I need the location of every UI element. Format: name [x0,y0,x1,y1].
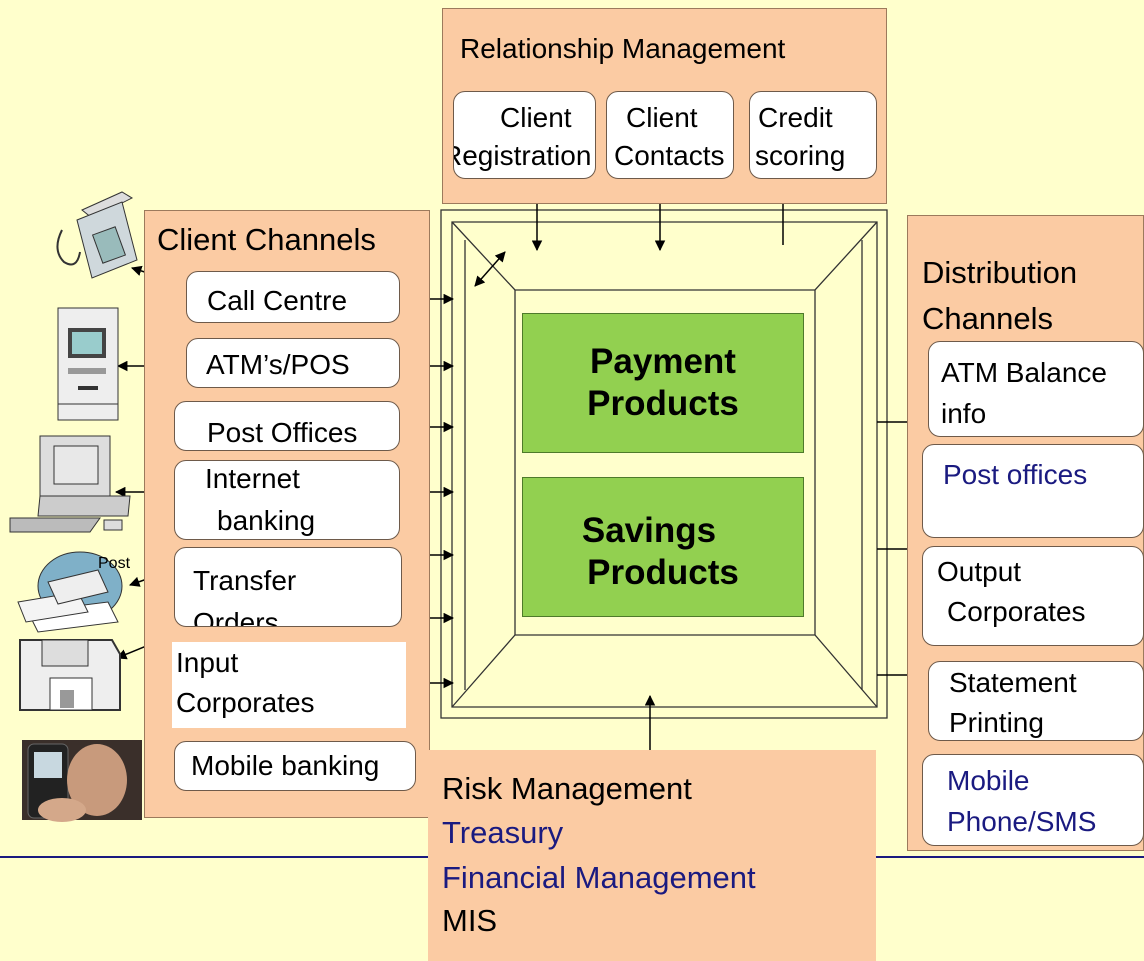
credit-scoring-line1: Credit [758,102,833,133]
statement-printing-box[interactable]: Statement Printing [928,661,1144,741]
atm-balance-line2: info [941,398,987,429]
post-offices-dist-label: Post offices [943,459,1088,490]
output-corporates-box[interactable]: Output Corporates [922,546,1144,646]
client-contacts-box[interactable]: Client Contacts [606,91,734,179]
distribution-title-line2: Channels [922,301,1053,336]
atm-balance-line1: ATM Balance [941,357,1107,388]
management-panel: Risk Management Treasury Financial Manag… [428,750,876,961]
client-contacts-line1: Client [626,102,698,133]
savings-line2: Products [587,553,739,592]
call-centre-box[interactable]: Call Centre [186,271,400,323]
client-contacts-line2: Contacts [614,140,725,171]
transfer-orders-box[interactable]: Transfer Orders [174,547,402,627]
post-offices-box[interactable]: Post Offices [174,401,400,451]
transfer-label: Transfer [193,565,297,596]
output-line2: Corporates [947,596,1086,627]
client-channels-title: Client Channels [157,222,376,257]
internet-banking-box[interactable]: Internet banking [174,460,400,540]
atm-pos-label: ATM’s/POS [206,349,350,380]
treasury-label: Treasury [442,815,564,850]
mobile-line2: Phone/SMS [947,806,1097,837]
statement-line1: Statement [949,667,1077,698]
savings-line1: Savings [581,511,717,550]
financial-management-label: Financial Management [442,860,756,895]
credit-scoring-box[interactable]: Credit scoring [749,91,877,179]
mobile-banking-label: Mobile banking [191,750,380,781]
mobile-banking-box[interactable]: Mobile banking [174,741,416,791]
client-registration-line2: Registration [453,140,592,171]
mobile-phone-sms-box[interactable]: Mobile Phone/SMS [922,754,1144,846]
payment-line1: Payment [590,342,736,381]
atm-pos-box[interactable]: ATM’s/POS [186,338,400,388]
arrow-diagonal [474,251,506,287]
mis-label: MIS [442,903,498,938]
input-label: Input [176,647,239,678]
input-corporates-box[interactable]: Input Corporates [172,642,406,728]
risk-management-label: Risk Management [442,771,692,806]
post-offices-label: Post Offices [207,417,358,448]
call-centre-label: Call Centre [207,285,348,316]
payment-line2: Products [587,384,739,423]
savings-products-box[interactable]: Savings Products [522,477,804,617]
relationship-title: Relationship Management [460,33,786,64]
orders-label: Orders [193,607,279,627]
client-registration-box[interactable]: Client Registration [453,91,596,179]
mobile-line1: Mobile [947,765,1030,796]
post-offices-dist-box[interactable]: Post offices [922,444,1144,538]
central-frame [440,209,888,719]
statement-line2: Printing [949,707,1044,738]
credit-scoring-line2: scoring [755,140,846,171]
distribution-title-line1: Distribution [922,255,1078,290]
payment-products-box[interactable]: Payment Products [522,313,804,453]
corporates-label: Corporates [176,687,315,718]
output-line1: Output [937,556,1022,587]
internet-label: Internet [205,463,300,494]
post-label: Post [98,555,131,572]
banking-label: banking [217,505,316,536]
atm-balance-box[interactable]: ATM Balance info [928,341,1144,437]
client-registration-line1: Client [500,102,572,133]
